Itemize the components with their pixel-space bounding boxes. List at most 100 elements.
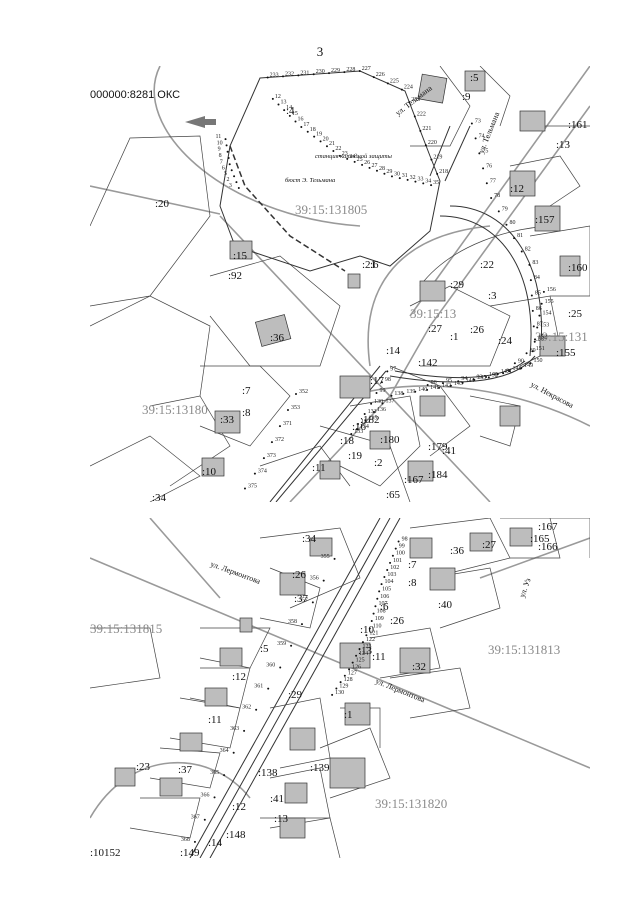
- survey-point-label: 222: [417, 112, 426, 118]
- survey-point-label: 31: [402, 173, 408, 179]
- survey-point-marker: [436, 172, 439, 175]
- parcel-label: :165: [530, 533, 550, 545]
- survey-point-label: 153: [540, 323, 549, 329]
- survey-point-marker: [374, 605, 377, 608]
- survey-point-marker: [333, 557, 336, 560]
- parcel-label: :26: [470, 324, 485, 336]
- survey-point-label: 154: [542, 311, 551, 317]
- parcel-label: :33: [220, 414, 235, 426]
- survey-point-marker: [223, 774, 226, 777]
- survey-point-label: 88: [538, 337, 544, 343]
- survey-point-marker: [400, 88, 403, 91]
- survey-point-label: 352: [299, 389, 308, 395]
- parcel-label: :8: [408, 577, 417, 589]
- survey-point-marker: [355, 654, 358, 657]
- survey-point-marker: [370, 620, 373, 623]
- survey-point-label: 230: [316, 69, 325, 75]
- survey-point-label: 82: [525, 247, 531, 253]
- survey-point-marker: [230, 169, 233, 172]
- survey-point-marker: [424, 144, 427, 147]
- parcel-label: :12: [510, 183, 524, 195]
- survey-point-marker: [513, 362, 516, 365]
- survey-point-marker: [331, 693, 334, 696]
- parcel-label: :37: [178, 764, 193, 776]
- building: [509, 527, 533, 547]
- survey-point-marker: [353, 160, 356, 163]
- survey-point-marker: [361, 163, 364, 166]
- survey-point-label: 22: [335, 146, 341, 152]
- buildings: [201, 70, 581, 482]
- parcel-label: :139: [310, 762, 330, 774]
- survey-point-marker: [286, 409, 289, 412]
- survey-point-marker: [277, 103, 280, 106]
- survey-point-label: 85: [535, 291, 541, 297]
- survey-point-label: 218: [439, 169, 448, 175]
- survey-point-marker: [351, 661, 354, 664]
- survey-point-label: 129: [339, 683, 348, 689]
- survey-point-label: 25: [357, 157, 363, 163]
- survey-point-marker: [378, 590, 381, 593]
- survey-point-label: 375: [248, 484, 257, 490]
- survey-point-label: 226: [376, 72, 385, 78]
- page-number: 3: [316, 44, 324, 59]
- parcel-label: :24: [498, 335, 513, 347]
- survey-point-label: 228: [346, 67, 355, 73]
- survey-point-marker: [306, 130, 309, 133]
- parcel-label: :182: [360, 414, 380, 426]
- map-top-svg: 000000:8281 ОКС 39:15:131805 39:15:13180…: [90, 66, 590, 502]
- survey-point-marker: [461, 381, 464, 384]
- survey-point-label: 21: [329, 141, 335, 147]
- survey-point-marker: [237, 187, 240, 190]
- survey-point-marker: [300, 623, 303, 626]
- survey-point-marker: [457, 380, 460, 383]
- survey-point-marker: [255, 708, 258, 711]
- survey-point-label: 362: [242, 705, 251, 711]
- survey-point-label: 355: [321, 554, 330, 560]
- survey-point-label: 130: [335, 690, 344, 696]
- survey-point-label: 139: [406, 389, 415, 395]
- parcel-label: :36: [270, 332, 285, 344]
- survey-point-label: 73: [475, 118, 481, 124]
- survey-point-marker: [394, 547, 397, 550]
- survey-point-marker: [380, 583, 383, 586]
- survey-point-marker: [383, 576, 386, 579]
- survey-point-label: 374: [258, 469, 267, 475]
- cadastral-map-top: 000000:8281 ОКС 39:15:131805 39:15:13180…: [90, 66, 590, 502]
- parcel-label: :179: [428, 441, 448, 453]
- survey-point-marker: [358, 70, 361, 73]
- survey-point-label: 146: [489, 372, 498, 378]
- oks-label: 000000:8281 ОКС: [90, 89, 180, 101]
- survey-point-marker: [538, 314, 541, 317]
- survey-point-label: 130: [374, 399, 383, 405]
- survey-point-marker: [267, 687, 270, 690]
- building: [179, 732, 203, 752]
- direction-arrow-icon: [185, 116, 216, 128]
- survey-point-label: 74: [479, 133, 485, 139]
- survey-point-label: 132: [361, 419, 370, 425]
- survey-point-marker: [363, 412, 366, 415]
- survey-point-marker: [372, 411, 375, 414]
- survey-point-marker: [375, 169, 378, 172]
- survey-point-label: 108: [377, 609, 386, 615]
- parcel-label: :36: [450, 545, 465, 557]
- parcel-label: :138: [258, 767, 278, 779]
- survey-point-label: 225: [390, 78, 399, 84]
- survey-point-label: 221: [422, 126, 431, 132]
- quarter-label: 39:15:131805: [295, 202, 367, 217]
- survey-point-label: 24: [349, 154, 355, 160]
- survey-point-marker: [227, 156, 230, 159]
- building: [279, 572, 306, 596]
- survey-point-marker: [370, 402, 373, 405]
- building: [239, 617, 253, 633]
- survey-point-label: 100: [396, 551, 405, 557]
- parcel-label: :7: [408, 559, 417, 571]
- survey-point-marker: [414, 180, 417, 183]
- parcel-label: :11: [208, 714, 222, 726]
- survey-point-label: 150: [534, 358, 543, 364]
- survey-point-label: 34: [425, 178, 431, 184]
- parcel-label: :12: [232, 671, 246, 683]
- building: [509, 170, 536, 197]
- survey-point-marker: [270, 441, 273, 444]
- survey-point-label: 93: [477, 374, 483, 380]
- building: [399, 647, 431, 674]
